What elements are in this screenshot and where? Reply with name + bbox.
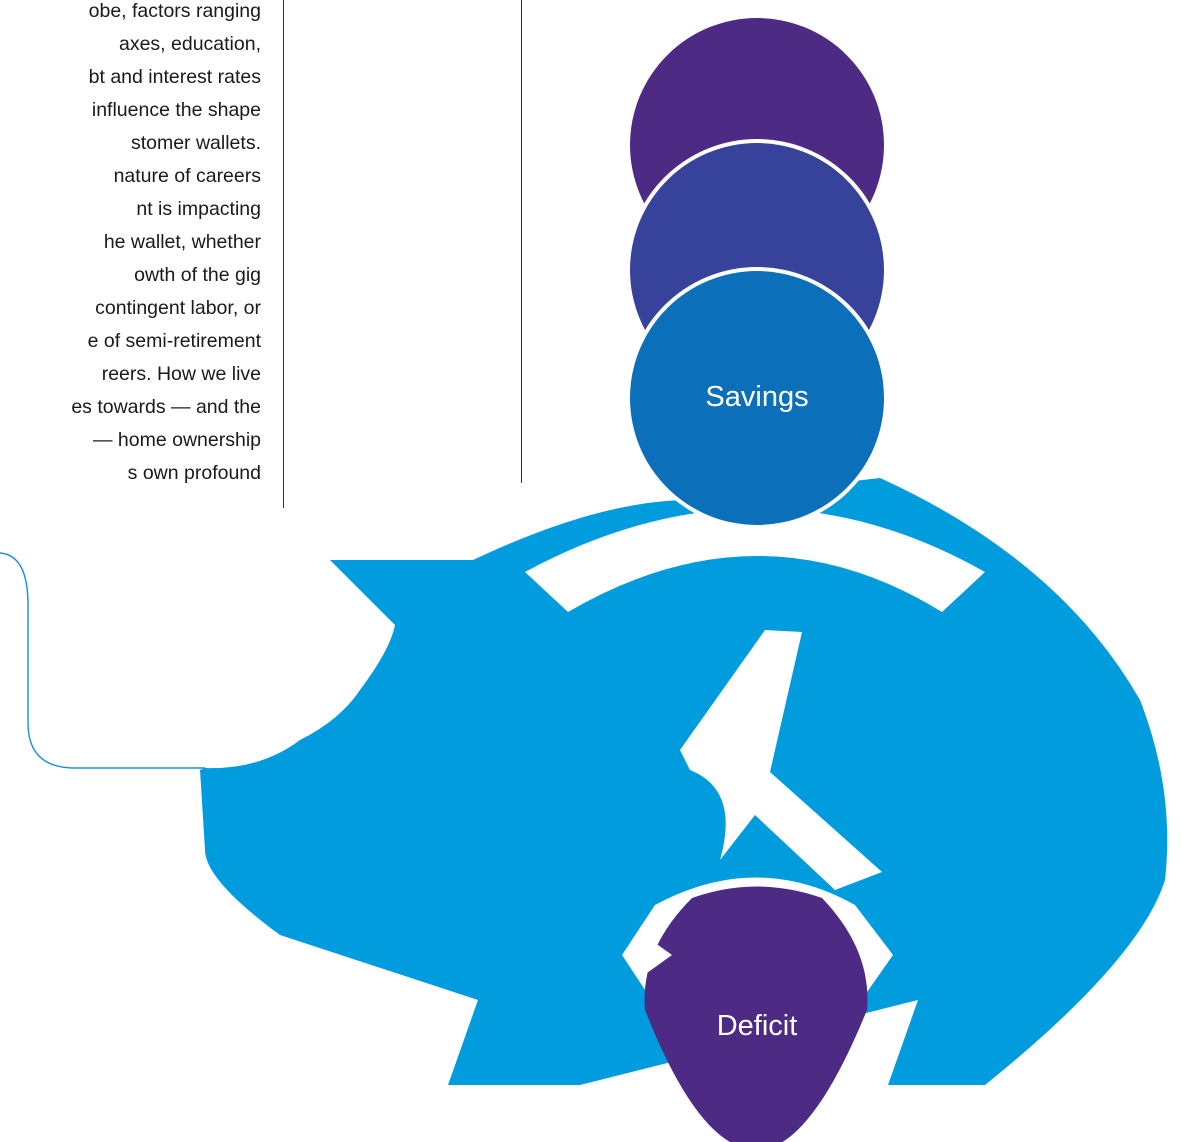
- body-text-line: reers. How we live: [101, 363, 261, 385]
- piggy-bank-body: [200, 478, 1168, 1085]
- body-text-line: s own profound: [127, 462, 261, 484]
- pig-crack: [680, 630, 882, 890]
- savings-label: Savings: [705, 381, 808, 413]
- body-text-line: he wallet, whether: [103, 231, 261, 253]
- deficit-coin-notch: [640, 932, 672, 978]
- body-text-line: e of semi-retirement: [87, 330, 261, 352]
- body-text-line: contingent labor, or: [95, 297, 261, 319]
- body-text-line: influence the shape: [91, 99, 261, 121]
- body-text-line: es towards — and the: [71, 396, 261, 418]
- body-text-line: bt and interest rates: [88, 66, 261, 88]
- connector-line: [0, 552, 205, 769]
- body-text-line: nature of careers: [113, 165, 261, 187]
- coin-slot: [525, 508, 985, 612]
- body-text-line: — home ownership: [93, 429, 261, 451]
- body-text-line: obe, factors ranging: [88, 0, 261, 22]
- body-text-line: owth of the gig: [134, 264, 261, 286]
- body-text-line: nt is impacting: [136, 198, 261, 220]
- body-text-column: obe, factors ranging axes, education, bt…: [0, 0, 284, 508]
- deficit-coin: [644, 886, 868, 1142]
- column-divider: [521, 0, 522, 483]
- deficit-label: Deficit: [717, 1010, 798, 1042]
- body-text-line: axes, education,: [118, 33, 261, 55]
- body-text-line: stomer wallets.: [130, 132, 261, 154]
- coin-savings: [630, 271, 884, 525]
